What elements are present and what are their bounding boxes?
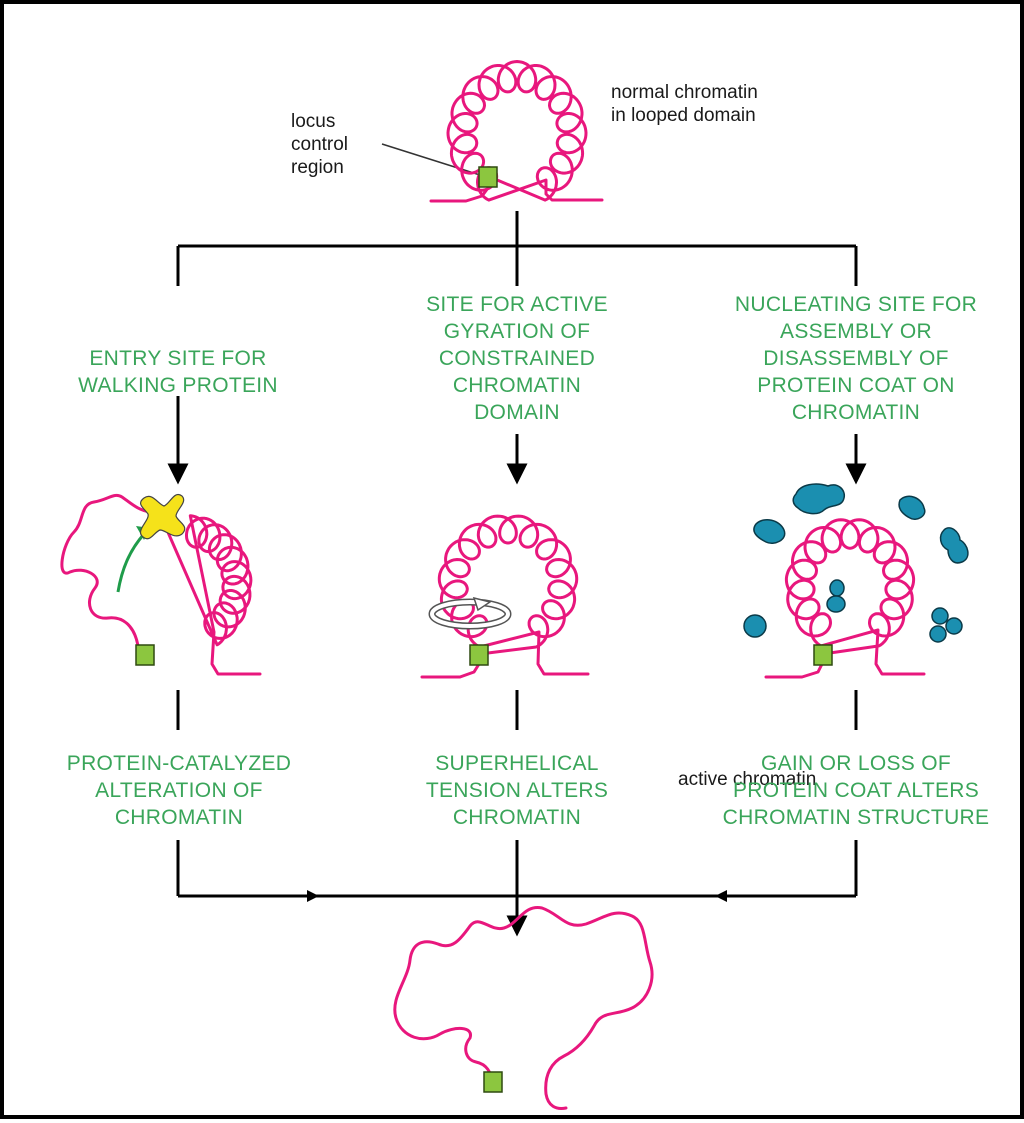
locus-control-region-label: locus control region: [291, 111, 349, 178]
protein-blob-3: [753, 518, 786, 544]
step-protein-catalyzed: PROTEIN-CATALYZED ALTERATION OF CHROMATI…: [66, 752, 292, 829]
looped-chromatin-top: [429, 60, 604, 203]
normal-chromatin-label: normal chromatin in looped domain: [611, 82, 758, 126]
step-superhelical: SUPERHELICAL TENSION ALTERS CHROMATIN: [425, 752, 609, 829]
protein-blob-8: [931, 607, 949, 625]
protein-blob-10: [929, 625, 947, 643]
active-chromatin-label: active chromatin: [678, 769, 817, 790]
walking-direction-arrow: [116, 533, 146, 593]
lcr-box-right: [813, 644, 833, 666]
lcr-boxes: [135, 166, 833, 1093]
protein-blob-7: [743, 614, 767, 638]
step-nucleating-site: NUCLEATING SITE FOR ASSEMBLY OR DISASSEM…: [734, 293, 978, 424]
step-active-gyration: SITE FOR ACTIVE GYRATION OF CONSTRAINED …: [426, 293, 608, 424]
walking-protein-icon: [140, 494, 186, 540]
chromatin-loop-right: [764, 518, 926, 679]
gyration-arrow-icon: [428, 596, 512, 630]
chromatin-loop-middle: [420, 514, 590, 679]
active-chromatin-strand: [393, 906, 654, 1110]
protein-blob-1: [792, 483, 846, 515]
protein-coat-blobs: [743, 483, 969, 643]
lcr-box-bottom: [483, 1071, 503, 1093]
protein-blob-5: [829, 579, 845, 597]
lcr-box-top: [478, 166, 498, 188]
merge-arrowheads: [307, 890, 727, 902]
chromatin-strands: [60, 60, 926, 1110]
flow-connectors: [167, 211, 867, 937]
lcr-leader-line: [381, 143, 481, 176]
diagram-canvas: [60, 60, 969, 1110]
protein-blob-6: [826, 595, 846, 613]
walking-unwound-strand: [60, 493, 152, 658]
merge-arrowhead-left: [307, 890, 319, 902]
protein-blob-2: [898, 495, 926, 520]
chromatin-loop-left: [158, 512, 262, 676]
lcr-box-middle: [469, 644, 489, 666]
step-entry-site: ENTRY SITE FOR WALKING PROTEIN: [78, 347, 278, 397]
step-gain-loss: GAIN OR LOSS OF PROTEIN COAT ALTERS CHRO…: [722, 752, 990, 829]
protein-blob-9: [945, 617, 963, 635]
lcr-box-left: [135, 644, 155, 666]
protein-blob-4: [939, 527, 969, 564]
merge-arrowhead-right: [715, 890, 727, 902]
